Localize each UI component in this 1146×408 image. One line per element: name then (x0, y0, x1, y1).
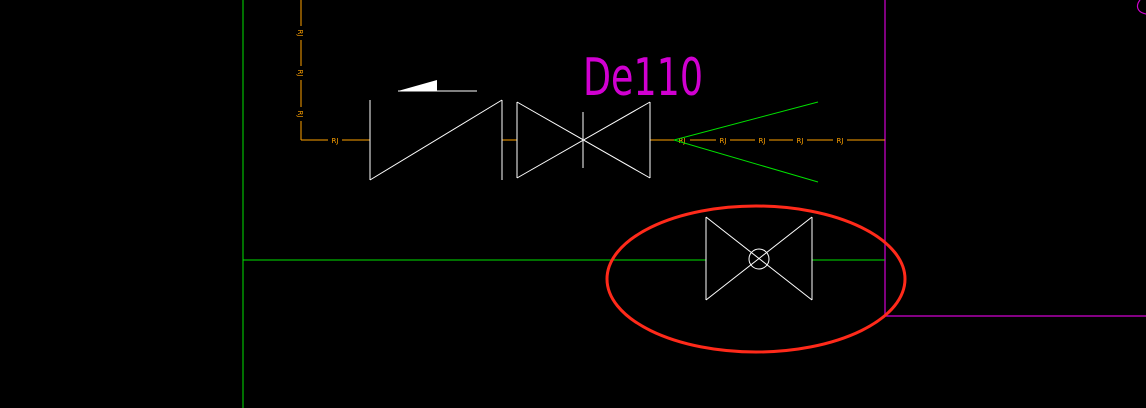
pipe-code-label: RJ (797, 137, 804, 145)
pipe-code-labels: RJ RJ RJ RJ RJ RJ RJ RJ RJ (296, 30, 843, 145)
main-pipe (242, 0, 885, 408)
ball-valve-icon[interactable] (705, 216, 813, 301)
pipe-code-label: RJ (759, 137, 766, 145)
pipe-code-label: RJ (332, 137, 339, 145)
pipe-code-label: RJ (720, 137, 727, 145)
building-boundary (884, 0, 1146, 317)
pipe-code-label: RJ (679, 137, 686, 145)
pipe-code-label: RJ (296, 70, 304, 77)
pipe-code-label: RJ (837, 137, 844, 145)
gate-valve-icon[interactable] (516, 101, 651, 179)
highlight-ellipse (605, 204, 907, 354)
check-valve-icon[interactable] (369, 80, 503, 181)
pipe-code-label: RJ (296, 111, 304, 118)
branch-pipe (300, 0, 885, 141)
pipe-size-label: De110 (583, 48, 703, 108)
pipe-code-label: RJ (296, 30, 304, 37)
reducer-icon (673, 101, 819, 183)
